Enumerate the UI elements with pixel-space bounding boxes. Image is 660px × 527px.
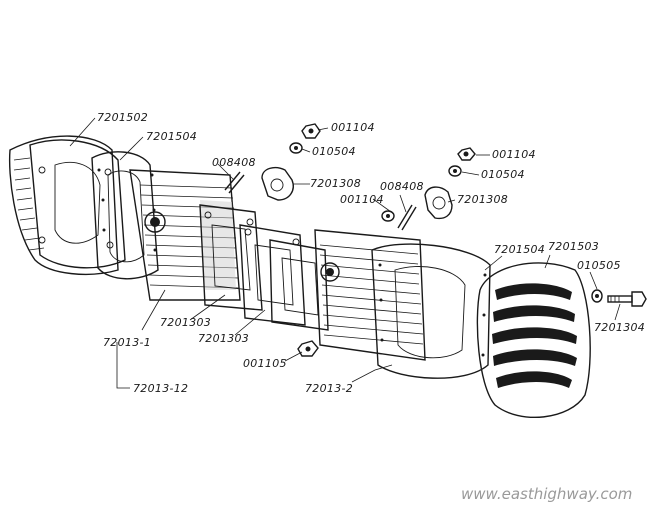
watermark-text: www.easthighway.com — [461, 485, 632, 503]
callout-gasket-mid-a: 7201303 — [160, 316, 211, 329]
nut-top-b — [457, 147, 476, 161]
flange-a — [261, 166, 294, 201]
left-gasket — [91, 151, 159, 280]
stud-left — [224, 171, 245, 194]
middle-gasket-b — [239, 224, 306, 326]
washer-top-b — [448, 165, 462, 177]
callout-washer-top-a: 010504 — [312, 145, 356, 158]
right-head-cover — [476, 262, 591, 418]
washer-top-a — [289, 142, 303, 154]
callout-gasket-right: 7201504 — [494, 243, 545, 256]
nut-b — [381, 210, 395, 222]
callout-head-cover-right: 7201503 — [548, 240, 599, 253]
flange-b — [424, 186, 453, 220]
callout-nut-top-b: 001104 — [492, 148, 536, 161]
callout-flange-b: 7201308 — [457, 193, 508, 206]
right-cylinder — [314, 229, 426, 361]
nut-bottom — [297, 340, 319, 357]
callout-washer-right: 010505 — [577, 259, 621, 272]
callout-washer-top-b: 010504 — [481, 168, 525, 181]
callout-nut-bottom: 001105 — [243, 357, 287, 370]
middle-gasket-a — [199, 204, 263, 311]
callout-stud: 008408 — [212, 156, 256, 169]
callout-flange-a: 7201308 — [310, 177, 361, 190]
left-head-cover — [8, 135, 126, 275]
callout-nut-b: 001104 — [340, 193, 384, 206]
washer-right — [591, 289, 603, 303]
right-gasket — [371, 243, 491, 379]
callout-gasket-mid-b: 7201303 — [198, 332, 249, 345]
callout-stud-b: 008408 — [380, 180, 424, 193]
callout-head-cover-left: 7201502 — [97, 111, 148, 124]
leader-lines — [69, 117, 621, 389]
callout-bolt-right: 7201304 — [594, 321, 645, 334]
callout-cylinder-right: 72013-2 — [305, 382, 353, 395]
callout-gasket-left: 7201504 — [146, 130, 197, 143]
stud-right — [397, 204, 417, 231]
nut-top-a — [301, 123, 321, 139]
left-cylinder — [129, 169, 241, 301]
callout-cylinder-pair: 72013-12 — [133, 382, 188, 395]
callout-labels: 7201502 7201504 008408 72013-1 7201303 7… — [97, 111, 645, 395]
callout-cylinder-left: 72013-1 — [103, 336, 151, 349]
callout-nut-top-a: 001104 — [331, 121, 375, 134]
bolt-right — [607, 291, 647, 307]
